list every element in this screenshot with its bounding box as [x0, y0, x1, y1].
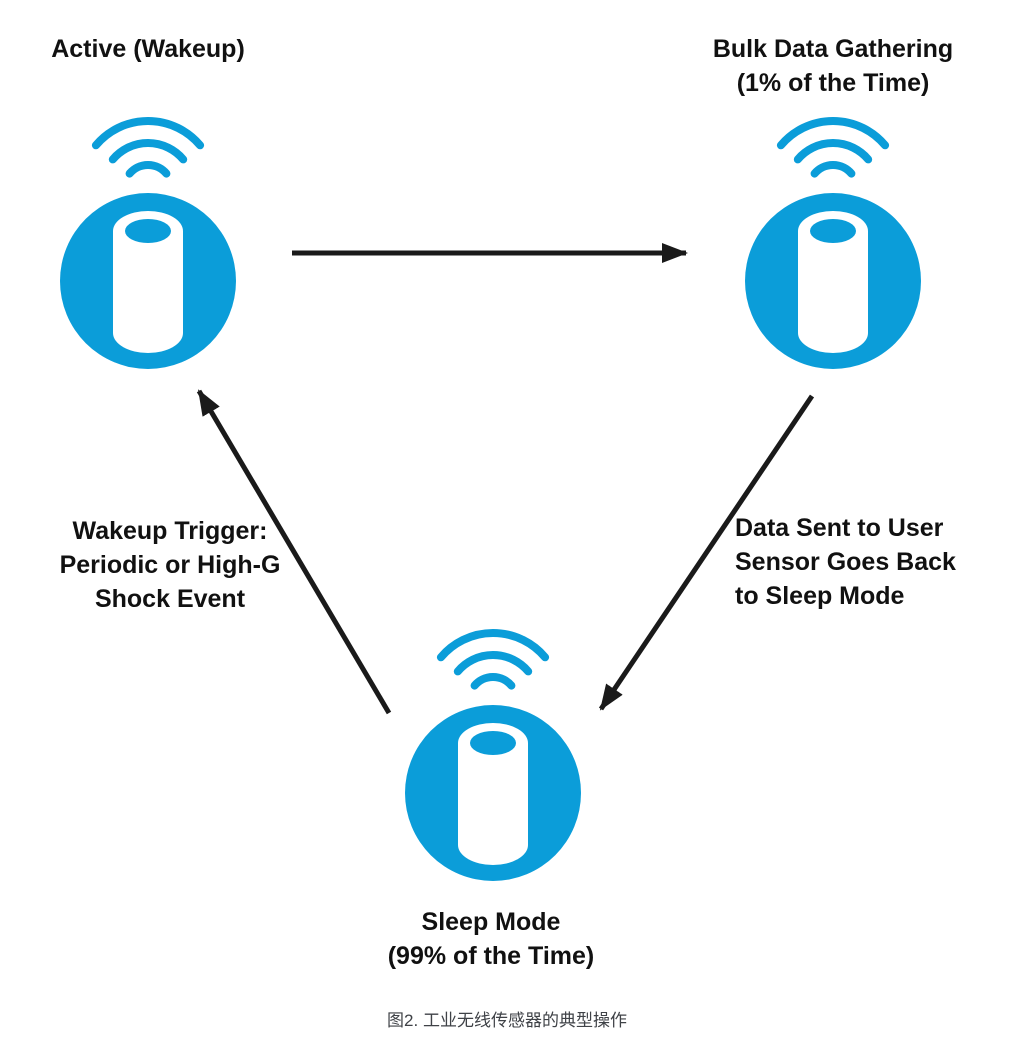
label-sleep-mode: Sleep Mode (99% of the Time)	[341, 905, 641, 973]
node-active-sensor	[48, 81, 248, 381]
figure-caption: 图2. 工业无线传感器的典型操作	[387, 1011, 627, 1030]
label-bulk-line2: (1% of the Time)	[736, 69, 930, 97]
label-datasent-line1: Data Sent to User	[735, 514, 944, 542]
label-trigger-line1: Wakeup Trigger:	[72, 517, 268, 545]
node-bulk-sensor	[733, 81, 933, 381]
label-trigger-line3: Shock Event	[94, 585, 246, 613]
label-datasent-line3: to Sleep Mode	[735, 582, 905, 610]
label-sleep-line2: (99% of the Time)	[387, 942, 595, 970]
label-active-wakeup: Active (Wakeup)	[18, 32, 278, 66]
label-sleep-line1: Sleep Mode	[421, 908, 561, 936]
node-sleep-sensor	[393, 593, 593, 893]
label-datasent-line2: Sensor Goes Back	[735, 548, 956, 576]
label-active-line1: Active (Wakeup)	[51, 35, 245, 63]
label-data-sent: Data Sent to User Sensor Goes Back to Sl…	[735, 511, 995, 613]
label-bulk-line1: Bulk Data Gathering	[712, 35, 954, 63]
label-wakeup-trigger: Wakeup Trigger: Periodic or High-G Shock…	[30, 514, 310, 616]
label-bulk-data-gathering: Bulk Data Gathering (1% of the Time)	[688, 32, 978, 100]
label-trigger-line2: Periodic or High-G	[59, 551, 281, 579]
